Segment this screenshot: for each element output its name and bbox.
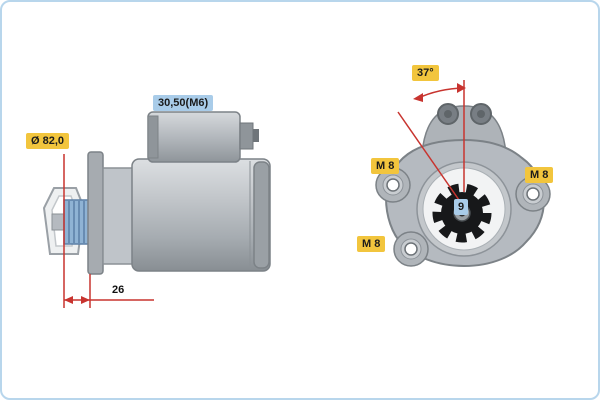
bolt-holes (382, 174, 544, 260)
dimension-arrowheads (64, 83, 466, 304)
end-cap (253, 161, 270, 269)
solenoid-left-cap (147, 115, 159, 159)
label-pinion-teeth: 9 (454, 199, 469, 215)
solenoid (147, 111, 241, 163)
stud-right-core (477, 110, 485, 118)
angle-line-slanted (397, 111, 460, 201)
label-bolt-right: M 8 (525, 167, 554, 183)
label-mounting-angle: 37° (412, 65, 439, 81)
label-bolt-left: M 8 (371, 158, 400, 174)
label-bolt-bottom: M 8 (357, 236, 386, 252)
dimension-lines (63, 80, 465, 308)
drive-housing (102, 167, 134, 265)
label-pinion-protrusion: 26 (112, 284, 125, 296)
solenoid-terminal-stud (253, 129, 259, 142)
mounting-flange-side (87, 151, 104, 275)
angle-arc (415, 87, 465, 100)
label-solenoid-thread: 30,50(M6) (153, 95, 214, 111)
label-flange-diameter: Ø 82,0 (26, 133, 70, 149)
stud-left-core (444, 110, 452, 118)
side-view (42, 111, 271, 275)
motor-body (131, 158, 271, 272)
front-view (375, 103, 551, 268)
solenoid-terminal-block (239, 122, 254, 150)
